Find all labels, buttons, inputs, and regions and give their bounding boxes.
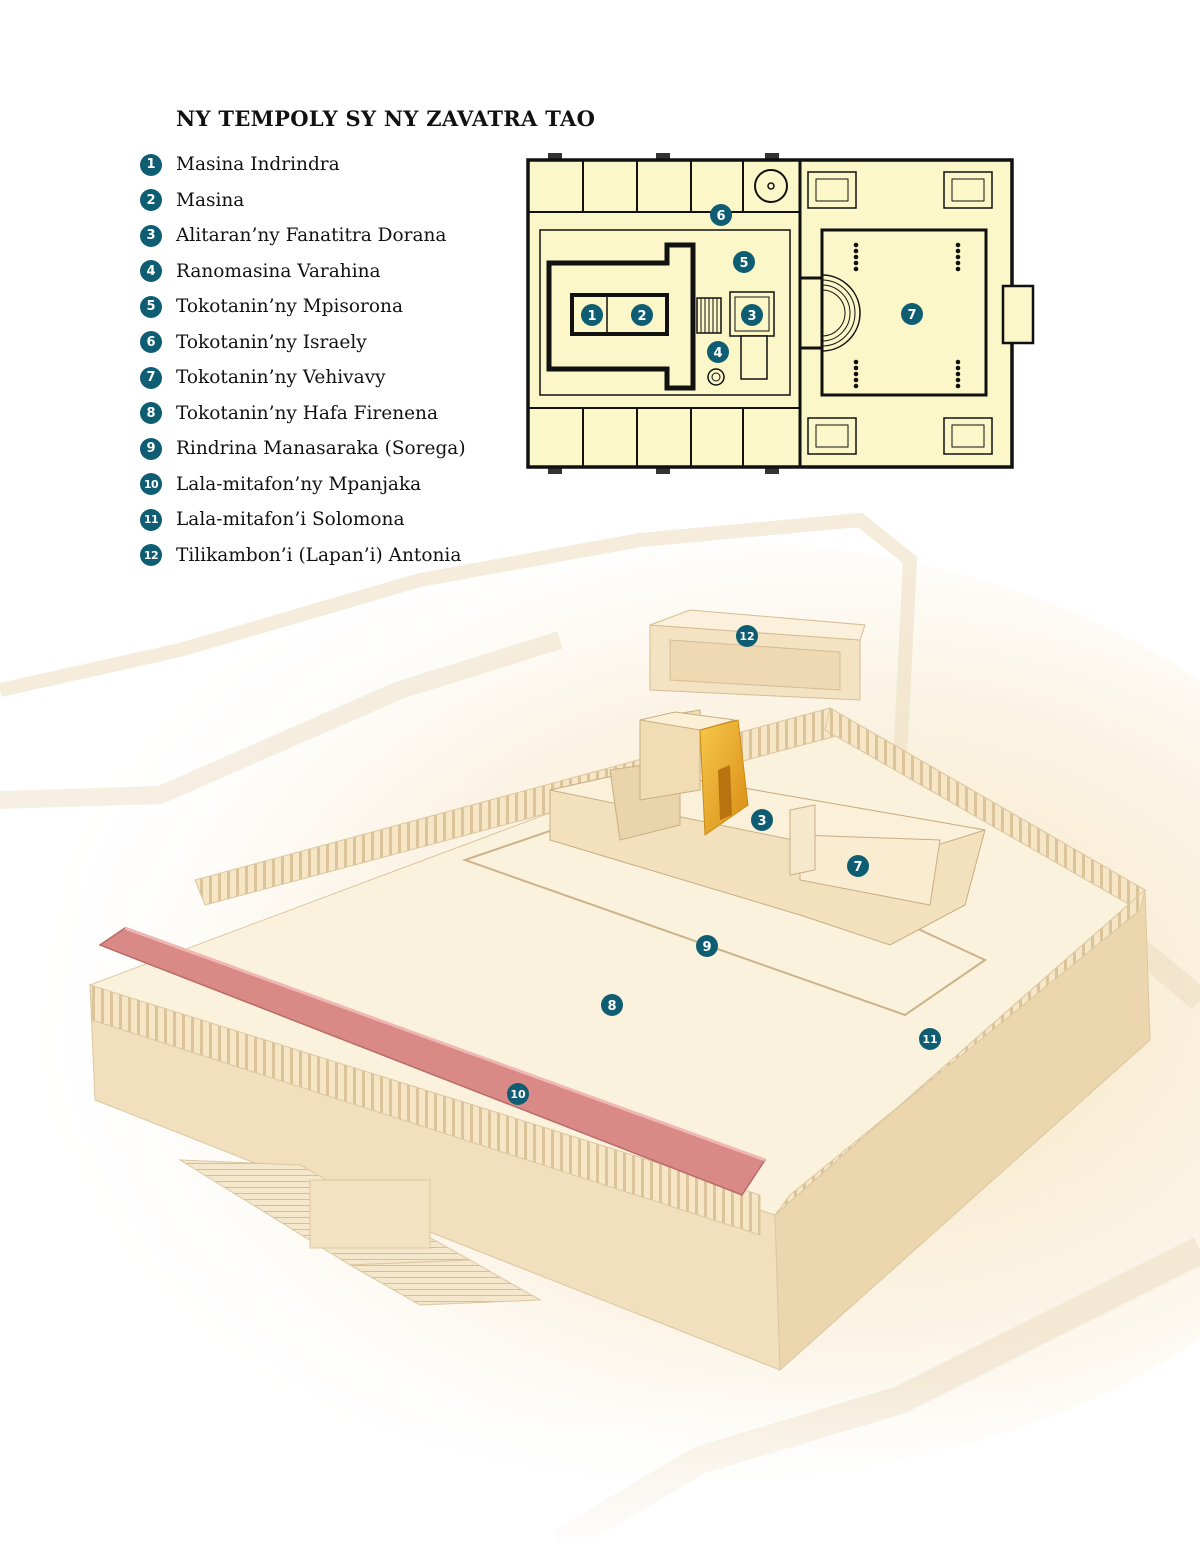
illustration-marker-7: 7	[847, 855, 869, 877]
temple-platform	[88, 707, 1151, 1372]
legend-item: 8 Tokotanin’ny Hafa Firenena	[140, 396, 466, 432]
legend-label: Masina Indrindra	[176, 154, 340, 176]
legend-number-badge: 3	[140, 224, 162, 247]
legend-item: 12 Tilikambon’i (Lapan’i) Antonia	[140, 538, 466, 574]
plan-marker-label: 1	[587, 309, 596, 324]
plan-marker-label: 4	[713, 346, 722, 361]
illustration-marker-label: 10	[510, 1088, 526, 1101]
legend-label: Tokotanin’ny Israely	[176, 331, 367, 353]
legend-number-badge: 1	[140, 153, 162, 176]
illustration-marker-label: 12	[739, 630, 754, 643]
legend-number-badge: 2	[140, 189, 162, 212]
legend-number-badge: 8	[140, 402, 162, 425]
sanctuary-complex	[549, 709, 986, 946]
legend-number-badge: 12	[140, 544, 162, 567]
illustration-marker-9: 9	[696, 935, 718, 957]
plan-marker-7: 7	[901, 303, 923, 325]
illustration-marker-label: 11	[922, 1033, 937, 1046]
legend-label: Ranomasina Varahina	[176, 260, 381, 282]
legend-number-badge: 5	[140, 295, 162, 318]
legend-item: 11 Lala-mitafon’i Solomona	[140, 502, 466, 538]
legend-label: Lala-mitafon’i Solomona	[176, 509, 405, 531]
plan-marker-label: 3	[747, 309, 756, 324]
soreg-wall	[461, 798, 988, 1017]
illustration-marker-3: 3	[751, 809, 773, 831]
legend-label: Lala-mitafon’ny Mpanjaka	[176, 473, 422, 495]
illustration-marker-label: 3	[757, 814, 766, 829]
illustration-background	[0, 512, 1200, 1543]
legend-number-badge: 4	[140, 260, 162, 283]
legend-number-badge: 6	[140, 331, 162, 354]
plan-marker-label: 5	[739, 256, 748, 271]
plan-marker-label: 7	[907, 308, 916, 323]
plan-marker-3: 3	[741, 304, 763, 326]
illustration-marker-label: 8	[607, 999, 616, 1014]
legend-number-badge: 7	[140, 366, 162, 389]
legend-item: 5 Tokotanin’ny Mpisorona	[140, 289, 466, 325]
legend-label: Tokotanin’ny Vehivavy	[176, 367, 386, 389]
legend-label: Tilikambon’i (Lapan’i) Antonia	[176, 544, 462, 566]
illustration-fade	[0, 1380, 1200, 1543]
plan-marker-1: 1	[581, 304, 603, 326]
illustration-marker-8: 8	[601, 994, 623, 1016]
illustration-marker-10: 10	[507, 1083, 529, 1105]
plan-marker-label: 2	[637, 309, 646, 324]
illustration-marker-11: 11	[919, 1028, 941, 1050]
plan-marker-5: 5	[733, 251, 755, 273]
legend-number-badge: 11	[140, 508, 162, 531]
legend-item: 9 Rindrina Manasaraka (Sorega)	[140, 431, 466, 467]
legend-label: Tokotanin’ny Mpisorona	[176, 296, 403, 318]
legend-number-badge: 10	[140, 473, 162, 496]
legend-item: 2 Masina	[140, 183, 466, 219]
legend-item: 1 Masina Indrindra	[140, 147, 466, 183]
plan-marker-label: 6	[716, 209, 725, 224]
plan-marker-6: 6	[710, 204, 732, 226]
floor-plan-drawing	[526, 153, 1035, 474]
legend-label: Alitaran’ny Fanatitra Dorana	[176, 225, 447, 247]
legend-item: 3 Alitaran’ny Fanatitra Dorana	[140, 218, 466, 254]
illustration-marker-12: 12	[736, 625, 758, 647]
legend-list: 1 Masina Indrindra 2 Masina 3 Alitaran’ny F…	[140, 147, 466, 573]
royal-stoa-roof	[98, 926, 767, 1196]
legend-item: 7 Tokotanin’ny Vehivavy	[140, 360, 466, 396]
legend-item: 6 Tokotanin’ny Israely	[140, 325, 466, 361]
legend-label: Masina	[176, 189, 245, 211]
legend-label: Rindrina Manasaraka (Sorega)	[176, 438, 466, 460]
legend-item: 10 Lala-mitafon’ny Mpanjaka	[140, 467, 466, 503]
plan-marker-2: 2	[631, 304, 653, 326]
legend-item: 4 Ranomasina Varahina	[140, 254, 466, 290]
illustration-marker-label: 9	[702, 940, 711, 955]
page-title: NY TEMPOLY SY NY ZAVATRA TAO	[176, 106, 596, 131]
illustration-marker-label: 7	[853, 860, 862, 875]
antonia-fortress	[649, 609, 866, 701]
legend-number-badge: 9	[140, 437, 162, 460]
plan-marker-4: 4	[707, 341, 729, 363]
legend-label: Tokotanin’ny Hafa Firenena	[176, 402, 438, 424]
